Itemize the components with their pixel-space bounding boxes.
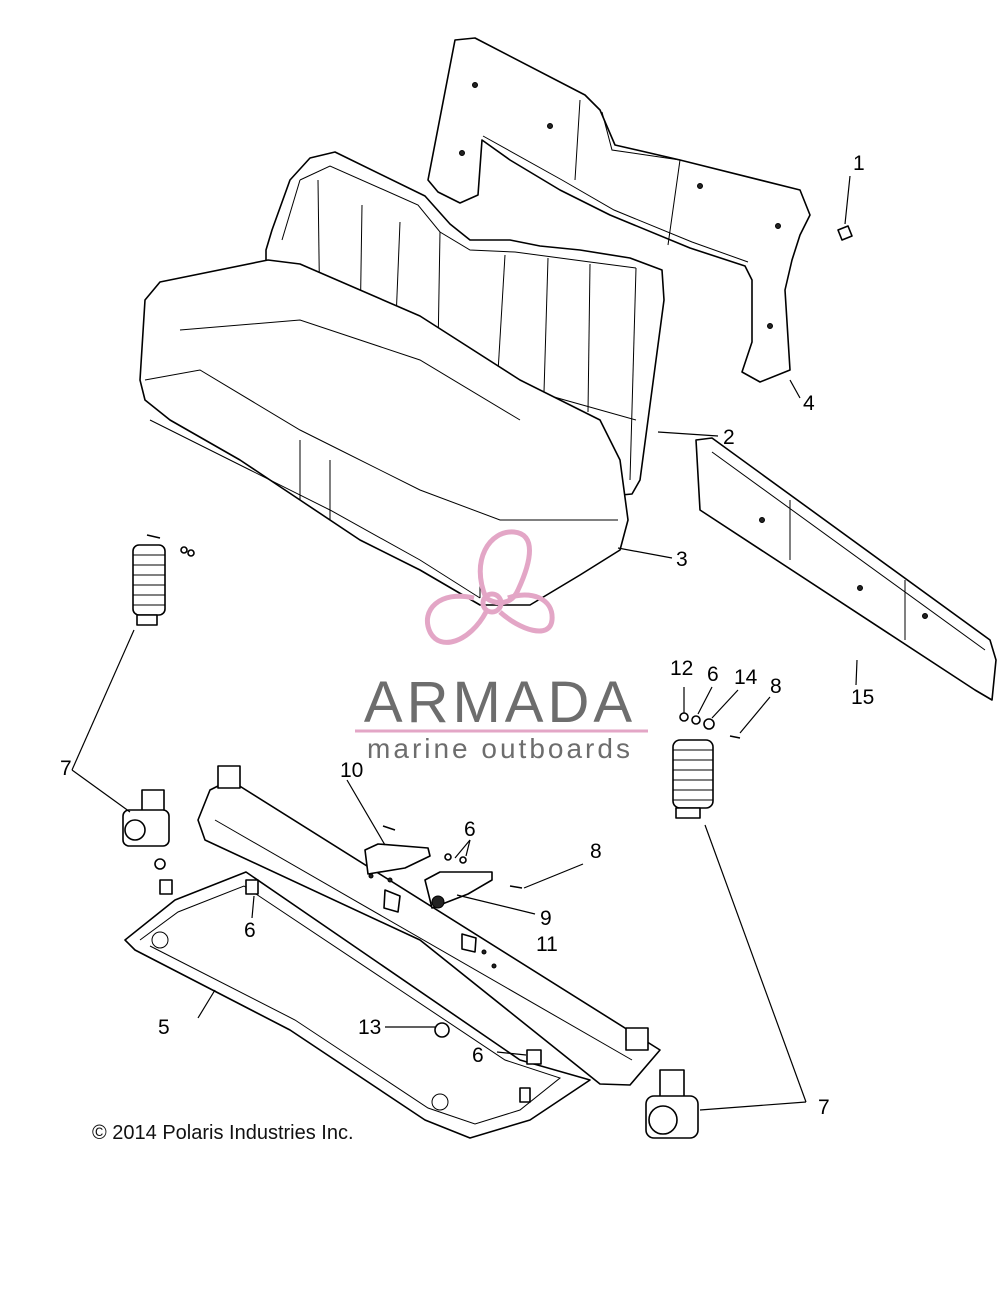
- callout-11: 11: [536, 933, 558, 956]
- leader-lines: [71, 379, 858, 1111]
- callout-6-mid: 6: [464, 818, 476, 841]
- right-latch: [645, 1069, 699, 1139]
- callout-15: 15: [851, 686, 874, 709]
- callout-7-right: 7: [818, 1096, 830, 1119]
- callout-12: 12: [670, 657, 693, 680]
- callout-6-left: 6: [244, 919, 256, 942]
- callout-4: 4: [803, 392, 815, 415]
- callout-1: 1: [853, 152, 865, 175]
- seat-bottom-cushion: [139, 259, 629, 606]
- screw-part-1: [837, 175, 853, 241]
- seat-frame: [124, 871, 591, 1139]
- propeller-logo-icon: [424, 529, 555, 645]
- callout-8-right: 8: [770, 675, 782, 698]
- callout-6-bottom: 6: [472, 1044, 484, 1067]
- watermark-brand: ARMADA: [364, 670, 636, 735]
- copyright-notice: © 2014 Polaris Industries Inc.: [92, 1122, 354, 1144]
- armada-watermark: ARMADA marine outboards: [355, 529, 648, 764]
- callout-10: 10: [340, 759, 363, 782]
- seat-back-panel: [427, 37, 811, 383]
- right-spring-assembly: [672, 712, 741, 819]
- callout-3: 3: [676, 548, 688, 571]
- callout-8-mid: 8: [590, 840, 602, 863]
- callout-14: 14: [734, 666, 758, 689]
- callout-7-left: 7: [60, 757, 72, 780]
- nut-lower-right: [526, 1049, 542, 1065]
- left-latch: [122, 789, 170, 870]
- seat-belt-buckle-9: [424, 853, 523, 909]
- callout-5: 5: [158, 1016, 170, 1039]
- callout-6-top: 6: [707, 663, 719, 686]
- callout-2: 2: [723, 426, 735, 449]
- seat-belt-buckle-10: [364, 825, 431, 875]
- callout-13: 13: [358, 1016, 381, 1039]
- bumper-part-13: [434, 1022, 450, 1038]
- callout-numbers: 1 2 3 4 15 12 6 14 8 7 10 6 8 9 11 6 5 1…: [60, 152, 874, 1119]
- seat-support-bar: [197, 765, 661, 1086]
- seat-base-pad: [695, 437, 997, 701]
- watermark-tagline: marine outboards: [367, 733, 633, 764]
- callout-9: 9: [540, 907, 552, 930]
- left-spring-assembly: [132, 534, 195, 626]
